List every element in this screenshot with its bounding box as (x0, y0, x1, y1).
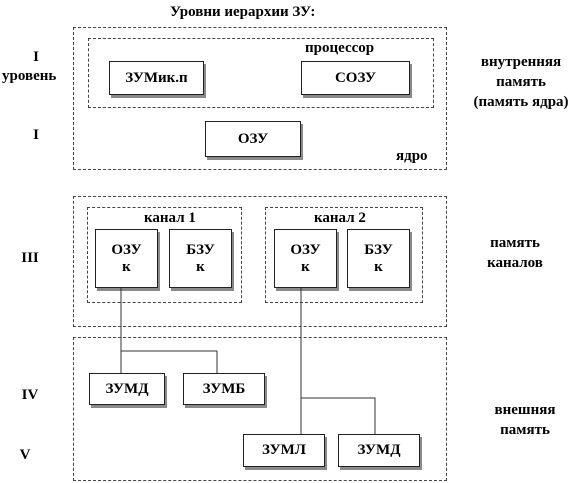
channel1-bzu-box: БЗУ к (169, 229, 232, 288)
processor-label: процессор (305, 40, 375, 56)
level-label-4: IV (21, 387, 39, 403)
core-label: ядро (396, 148, 428, 164)
external-memory-line1: внешняя (494, 402, 556, 418)
channel2-label: канал 2 (314, 210, 366, 226)
channel-memory-line1: память (490, 235, 540, 251)
channel2-ozu-box: ОЗУ к (274, 229, 337, 288)
internal-memory-line3: (память ядра) (473, 94, 569, 110)
level-label-1: I (33, 49, 39, 65)
zumd-left-box: ЗУМД (89, 373, 165, 405)
level-label-1-word: уровень (2, 68, 57, 84)
zumb-label: ЗУМБ (202, 380, 246, 397)
ozu-box: ОЗУ (205, 121, 301, 157)
channel1-bzu-line2: к (196, 258, 205, 275)
channel1-region (87, 207, 242, 303)
level-label-2: I (33, 127, 39, 143)
channel2-ozu-line1: ОЗУ (290, 241, 321, 258)
zumd-left-label: ЗУМД (105, 380, 149, 397)
zuml-label: ЗУМЛ (262, 442, 306, 458)
channel1-ozu-line2: к (122, 258, 131, 275)
channel2-bzu-line2: к (374, 258, 383, 275)
channels-region (73, 196, 447, 327)
zumik-label: ЗУМик.п (125, 69, 188, 86)
channel2-ozu-line2: к (301, 258, 310, 275)
wire-ch1-to-zumb (121, 350, 218, 373)
sozu-label: СОЗУ (334, 69, 377, 86)
channel2-bzu-box: БЗУ к (347, 229, 410, 288)
wire-ch2-to-zumd (301, 397, 376, 434)
zumd-right-box: ЗУМД (338, 434, 420, 467)
channel1-bzu-line1: БЗУ (186, 241, 215, 258)
zumd-right-label: ЗУМД (357, 442, 401, 458)
external-memory-line2: память (500, 422, 550, 438)
channel1-ozu-line1: ОЗУ (111, 241, 142, 258)
channel2-region (265, 207, 423, 303)
zumik-box: ЗУМик.п (109, 61, 204, 95)
internal-memory-line1: внутренняя (480, 54, 562, 70)
level-label-3: III (21, 250, 39, 266)
internal-memory-line2: память (496, 74, 546, 90)
channel1-ozu-box: ОЗУ к (95, 229, 158, 288)
level-label-5: V (19, 447, 31, 463)
channel1-label: канал 1 (144, 210, 196, 226)
ozu-label: ОЗУ (237, 130, 269, 147)
external-region (73, 337, 447, 481)
processor-region (88, 38, 434, 108)
diagram-title: Уровни иерархии ЗУ: (170, 4, 316, 20)
zuml-box: ЗУМЛ (243, 434, 325, 467)
sozu-box: СОЗУ (301, 61, 410, 95)
channel2-bzu-line1: БЗУ (364, 241, 393, 258)
channel-memory-line2: каналов (487, 255, 543, 271)
core-region (73, 27, 447, 170)
zumb-box: ЗУМБ (183, 373, 265, 405)
